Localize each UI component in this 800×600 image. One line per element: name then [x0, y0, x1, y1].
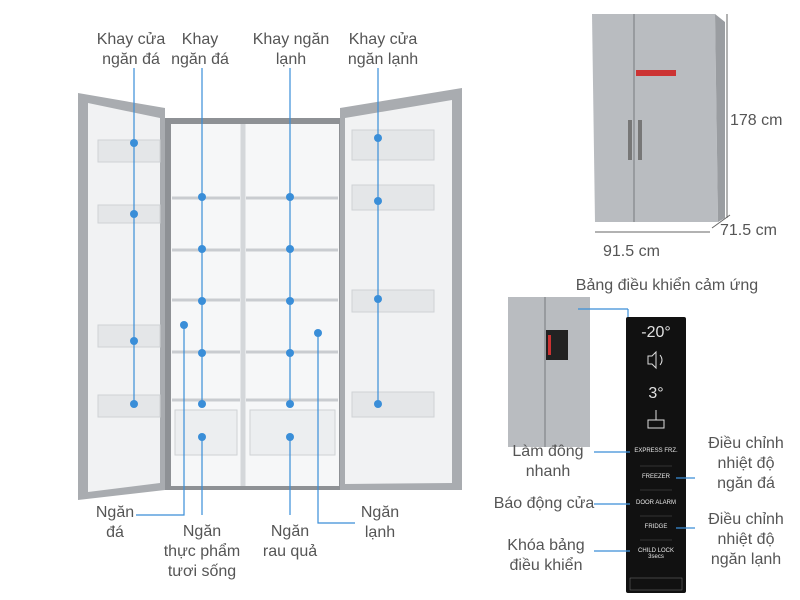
label-express-freeze: Làm đông nhanh — [512, 443, 584, 480]
label-ice-tray: Khay ngăn đá — [171, 31, 229, 68]
label-door-alarm: Báo động cửa — [493, 495, 595, 512]
control-panel-title: Bảng điều khiển cảm ứng — [575, 277, 759, 294]
label-fridge: Ngăn lạnh — [360, 504, 400, 541]
label-child-lock: Khóa bảng điều khiển — [507, 537, 585, 574]
dimension-depth: 71.5 cm — [720, 222, 777, 239]
svg-text:3°: 3° — [648, 385, 663, 402]
dimension-height: 178 cm — [730, 112, 783, 129]
panel-btn-door-alarm[interactable]: DOOR ALARM — [635, 500, 676, 506]
svg-text:-20°: -20° — [641, 324, 671, 341]
dimension-width: 91.5 cm — [603, 243, 660, 260]
label-fresh-food: Ngăn thực phẩm tươi sống — [163, 523, 241, 580]
label-fridge-tray: Khay ngăn lạnh — [252, 31, 330, 68]
label-door-ice-tray: Khay cửa ngăn đá — [96, 31, 166, 68]
label-freezer: Ngăn đá — [95, 504, 135, 541]
label-fridge-adjust: Điều chỉnh nhiệt độ ngăn lạnh — [708, 511, 784, 568]
panel-btn-express[interactable]: EXPRESS FRZ. — [634, 448, 678, 454]
panel-btn-child-lock[interactable]: CHILD LOCK 3secs — [637, 548, 674, 560]
label-freezer-adjust: Điều chỉnh nhiệt độ ngăn đá — [708, 435, 784, 492]
label-door-fridge-tray: Khay cửa ngăn lạnh — [347, 31, 419, 68]
panel-btn-fridge[interactable]: FRIDGE — [644, 524, 668, 530]
control-panel — [626, 317, 686, 593]
label-vegetable: Ngăn rau quả — [262, 523, 318, 560]
panel-btn-freezer[interactable]: FREEZER — [641, 474, 670, 480]
